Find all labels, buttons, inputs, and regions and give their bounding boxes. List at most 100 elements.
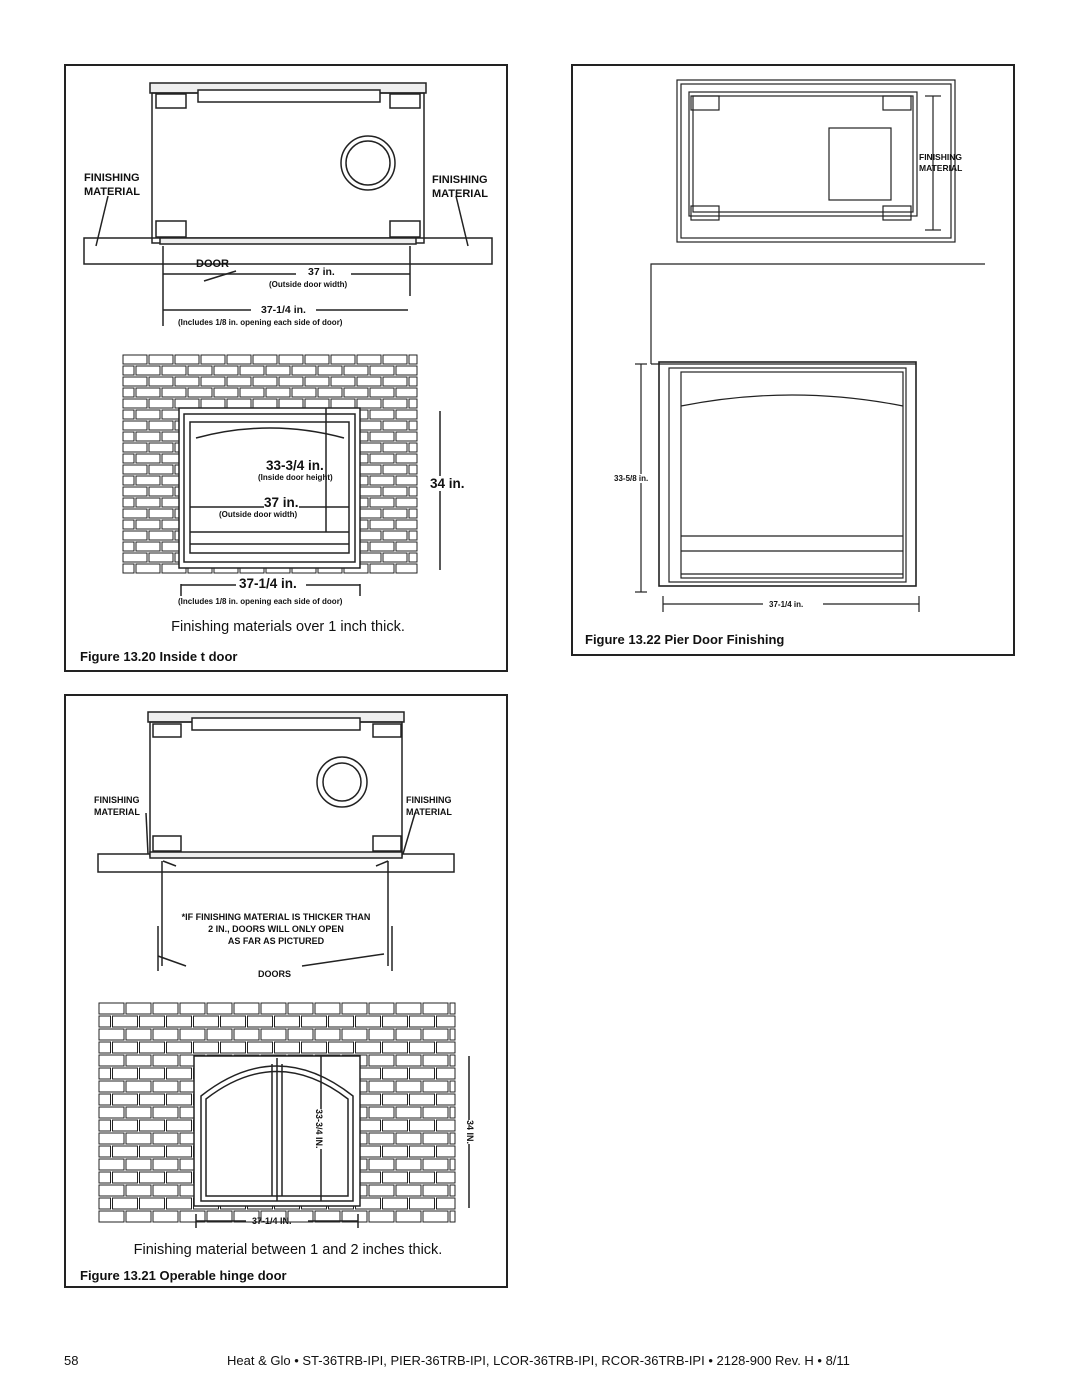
brick (369, 365, 395, 376)
brick (112, 1041, 138, 1054)
brick (148, 420, 174, 431)
brick (226, 398, 252, 409)
brick (395, 519, 418, 530)
brick (260, 1210, 287, 1223)
figure-13-21-caption: Figure 13.21 Operable hinge door (80, 1268, 287, 1283)
brick (382, 486, 408, 497)
brick (122, 365, 135, 376)
brick (220, 1041, 246, 1054)
brick (382, 1015, 408, 1028)
brick (122, 541, 135, 552)
brick (369, 497, 395, 508)
brick (98, 1119, 111, 1132)
brick (152, 1132, 179, 1145)
brick (148, 464, 174, 475)
figure-13-20-drawing (83, 82, 493, 596)
brick (368, 1002, 395, 1015)
brick (449, 1184, 456, 1197)
page-number: 58 (64, 1353, 79, 1368)
brick (179, 1002, 206, 1015)
brick (98, 1002, 125, 1015)
brick (382, 1171, 408, 1184)
brick (395, 1080, 422, 1093)
brick (422, 1054, 449, 1067)
brick (252, 398, 278, 409)
brick (139, 1171, 165, 1184)
brick (122, 376, 148, 387)
brick (226, 354, 252, 365)
brick (152, 1054, 179, 1067)
brick (449, 1080, 456, 1093)
brick (122, 431, 135, 442)
brick (200, 354, 226, 365)
brick (122, 552, 148, 563)
figure-13-22-caption: Figure 13.22 Pier Door Finishing (585, 632, 785, 647)
doors-label: DOORS (258, 969, 292, 979)
brick (369, 541, 395, 552)
brick (356, 398, 382, 409)
brick (369, 387, 395, 398)
brick (436, 1093, 456, 1106)
brick (369, 475, 395, 486)
brick (98, 1054, 125, 1067)
brick (98, 1197, 111, 1210)
brick (252, 376, 278, 387)
brick (98, 1184, 125, 1197)
brick (122, 442, 148, 453)
brick (382, 508, 408, 519)
brick (112, 1145, 138, 1158)
brick (395, 409, 418, 420)
brick (330, 376, 356, 387)
brick (139, 1041, 165, 1054)
brick (152, 1184, 179, 1197)
inside-height-dim-21: 33-3/4 IN. (314, 1109, 324, 1149)
brick (98, 1015, 111, 1028)
brick (314, 1210, 341, 1223)
brick (135, 431, 161, 442)
brick (135, 497, 161, 508)
brick (135, 541, 161, 552)
brick (408, 354, 418, 365)
brick (166, 1041, 192, 1054)
brick (265, 365, 291, 376)
brick (98, 1028, 125, 1041)
brick (98, 1093, 111, 1106)
brick (239, 365, 265, 376)
brick (152, 1158, 179, 1171)
brick (395, 475, 418, 486)
brick (125, 1002, 152, 1015)
brick (368, 1158, 395, 1171)
brick (98, 1158, 125, 1171)
brick (449, 1002, 456, 1015)
brick (152, 1106, 179, 1119)
brick (409, 1145, 435, 1158)
brick (98, 1041, 111, 1054)
brick (174, 398, 200, 409)
brick (122, 398, 148, 409)
front-bottom-width-dim: 37-1/4 in. (239, 576, 297, 591)
brick (278, 398, 304, 409)
brick (206, 1210, 233, 1223)
top-overall-width-sub: (Includes 1/8 in. opening each side of d… (178, 318, 343, 327)
brick (98, 1210, 125, 1223)
brick (341, 1210, 368, 1223)
brick (382, 442, 408, 453)
brick (368, 1028, 395, 1041)
brick (135, 365, 161, 376)
brick (148, 530, 174, 541)
brick (449, 1210, 456, 1223)
brick (301, 1041, 327, 1054)
brick (139, 1145, 165, 1158)
brick (125, 1054, 152, 1067)
brick (148, 442, 174, 453)
brick (395, 1132, 422, 1145)
brick (355, 1041, 381, 1054)
brick (287, 1028, 314, 1041)
brick (122, 563, 135, 574)
brick (328, 1015, 354, 1028)
brick (408, 464, 418, 475)
brick (369, 409, 395, 420)
brick (139, 1067, 165, 1080)
